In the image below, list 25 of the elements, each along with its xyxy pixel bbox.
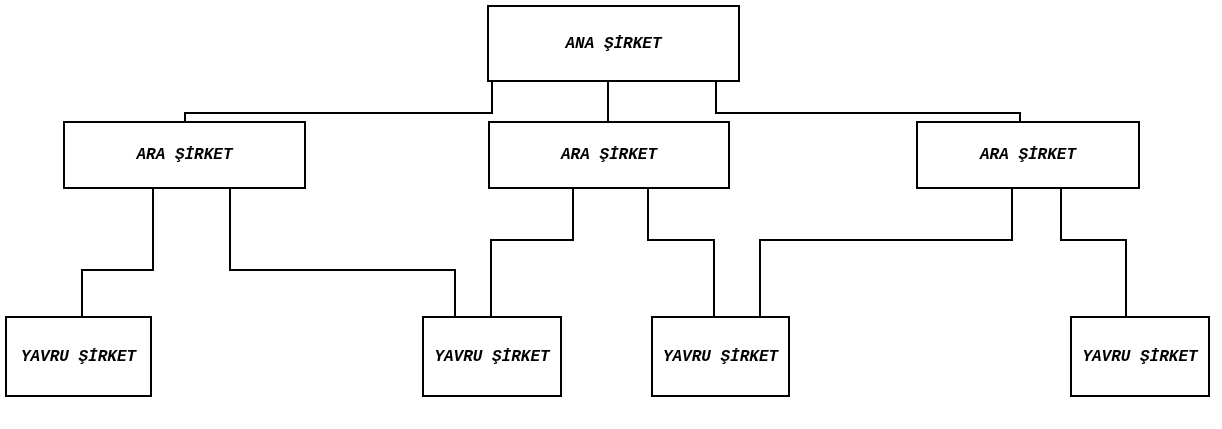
company-box [1070, 316, 1210, 397]
company-box [488, 121, 730, 189]
company-label: YAVRU ŞİRKET [662, 346, 779, 368]
connector-line [647, 188, 715, 317]
company-box [916, 121, 1140, 189]
connector-line [490, 188, 574, 317]
connector-line [715, 81, 1021, 122]
company-box [63, 121, 306, 189]
company-box [422, 316, 562, 397]
company-box [487, 5, 740, 82]
connector-line [229, 188, 456, 317]
company-label: YAVRU ŞİRKET [20, 346, 137, 368]
connector-line [607, 81, 609, 122]
company-label: ARA ŞİRKET [980, 145, 1076, 166]
company-label: YAVRU ŞİRKET [434, 346, 550, 368]
company-box [651, 316, 790, 397]
connector-line [81, 188, 154, 317]
company-label: YAVRU ŞİRKET [1082, 346, 1198, 368]
company-label: ARA ŞİRKET [136, 145, 233, 166]
company-box [5, 316, 152, 397]
connector-line [184, 81, 493, 122]
company-label: ARA ŞİRKET [561, 145, 657, 166]
connector-line [759, 188, 1013, 317]
company-label: ANA ŞİRKET [565, 33, 662, 55]
connector-line [1060, 188, 1127, 317]
